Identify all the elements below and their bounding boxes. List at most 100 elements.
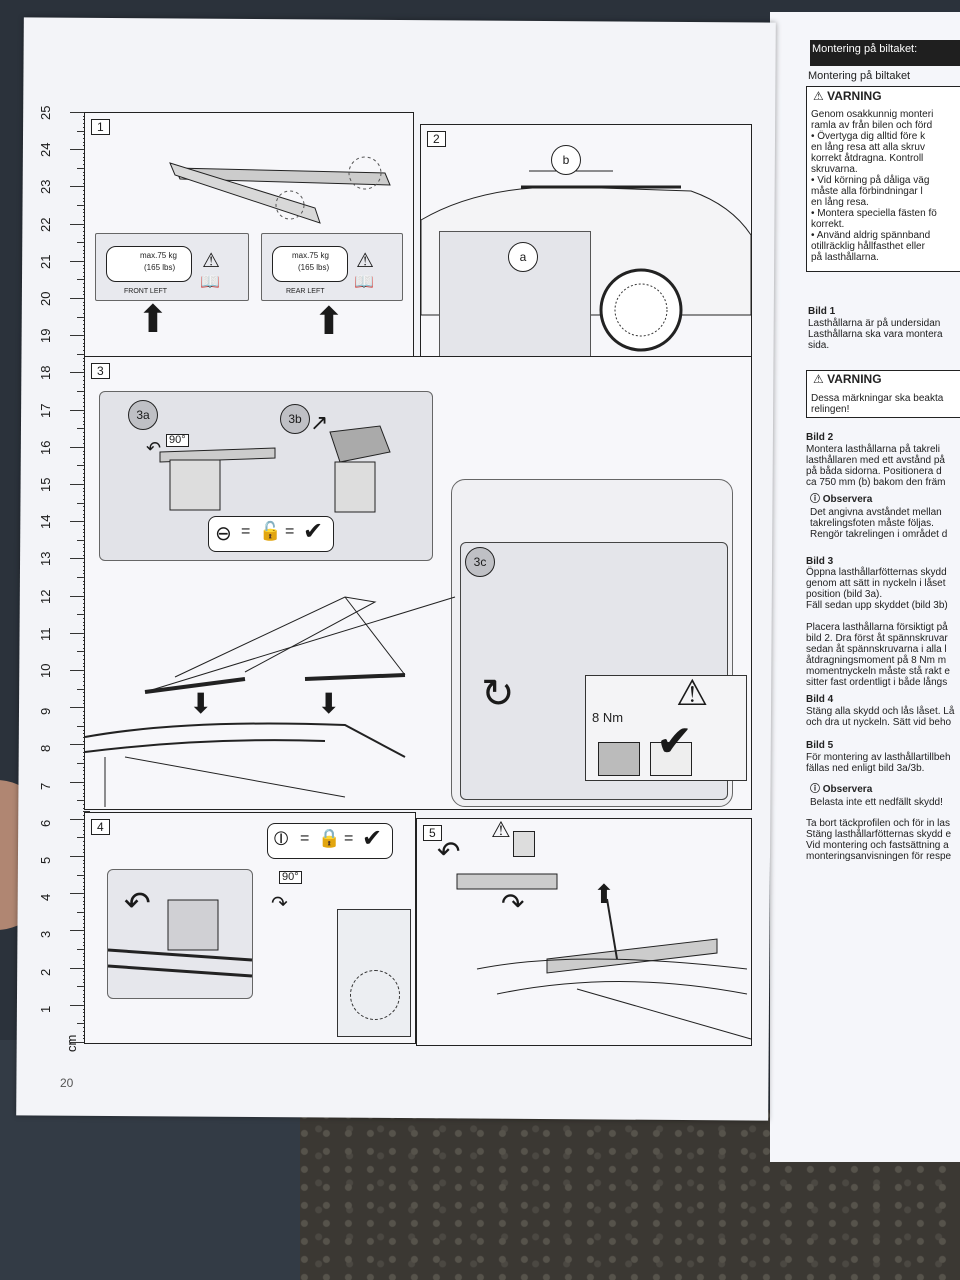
ruler-number: 12 [38, 589, 53, 604]
car-topview-icon [272, 246, 348, 282]
ruler-tick [70, 521, 90, 523]
ruler-tick [77, 651, 90, 653]
text-line: monteringsanvisningen för respe [806, 851, 952, 862]
warning-triangle-icon: ⚠ [676, 672, 709, 713]
ruler-tick [70, 409, 90, 411]
ruler-number: 19 [38, 328, 53, 344]
ruler-number: 20 [38, 291, 53, 306]
ruler-number: 11 [38, 627, 53, 641]
warning-line: måste alla förbindningar l [811, 186, 923, 197]
ruler-tick [77, 725, 90, 727]
ruler-tick [77, 205, 90, 206]
ruler-tick [70, 298, 90, 299]
ruler-tick [77, 130, 90, 132]
dimension-b-label: b [551, 145, 581, 175]
panel-4: 4 ⦶ = 🔒 = ✔ ↶ 90° ↷ [84, 812, 416, 1044]
warning-heading-1: ⚠ VARNING [813, 89, 882, 103]
ruler-tick [77, 614, 90, 616]
text-line: För montering av lasthållartillbeh [806, 752, 951, 763]
info-circle-icon: ⓘ [810, 784, 820, 795]
panel-5: 5 ⚠ ↶ ↷ ⬆ [416, 817, 752, 1046]
rotate-left-icon: ↶ [437, 836, 461, 867]
ruler-tick [70, 558, 90, 560]
info-circle-icon: ⓘ [810, 494, 820, 505]
flip-up-arrow-icon: ↗ [310, 410, 329, 435]
rotate-down-icon: ↷ [501, 888, 525, 919]
detail-circle [350, 970, 400, 1020]
arrow-up-icon: ⬆ [593, 879, 615, 909]
ruler-number: 5 [38, 856, 53, 864]
key-slot-icon: ⊖ [215, 523, 232, 545]
ruler-number: 4 [38, 893, 53, 902]
ruler-number: 25 [38, 105, 53, 120]
ruler-tick [70, 335, 90, 337]
front-load-kg: max.75 kg [140, 251, 177, 260]
text-line: Lasthållarna är på undersidan [808, 318, 941, 329]
rotate-right-icon: ↷ [271, 893, 288, 915]
right-page-title: Montering på biltaket: [812, 43, 918, 55]
foot-cover-illustration [159, 425, 391, 513]
ruler-number: 7 [38, 782, 53, 790]
ruler-tick [70, 595, 90, 597]
text-line: bild 2. Dra först åt spännskruvar [806, 633, 948, 644]
text-line: lasthållaren med ett avstånd på [806, 455, 945, 466]
ruler-number: 1 [38, 1005, 53, 1013]
step-3c-label: 3c [465, 547, 495, 577]
arrow-down-icon: ⬇ [189, 688, 213, 719]
ruler-tick [77, 688, 90, 690]
ruler-number: 21 [38, 254, 53, 269]
page-number: 20 [60, 1076, 74, 1090]
roof-bar-illustration [169, 156, 391, 224]
warning-heading-2: ⚠ VARNING [813, 372, 882, 386]
incorrect-position-icon [598, 742, 640, 776]
text-line: Fäll sedan upp skyddet (bild 3b) [806, 600, 948, 611]
text-line: sedan åt spännskruvarna i alla l [806, 644, 947, 655]
dimension-a-label: a [508, 242, 538, 272]
checkmark-icon: ✔ [303, 518, 324, 545]
text-line: sida. [808, 340, 830, 351]
warning-line: Genom osakkunnig monteri [811, 109, 934, 120]
ruler-tick [77, 242, 90, 244]
rear-load-kg: max.75 kg [292, 251, 329, 260]
text-line: Det angivna avståndet mellan [810, 507, 942, 518]
right-page-subtitle: Montering på biltaket [808, 70, 911, 82]
text-line: position (bild 3a). [806, 589, 883, 600]
ruler-tick [77, 167, 90, 169]
ruler-tick [70, 930, 90, 932]
warning-line: på lasthållarna. [811, 252, 879, 263]
no-load-icon [513, 831, 535, 857]
ruler-tick [70, 260, 90, 262]
bild3-heading: Bild 3 [806, 556, 834, 567]
text-line: sitter fast ordentligt i både långs [806, 677, 948, 688]
text-line: Montera lasthållarna på takreli [806, 444, 940, 455]
car-topview-icon [106, 246, 192, 282]
text-line: genom att sätt in nyckeln i låset [806, 578, 946, 589]
ruler-tick [70, 670, 90, 671]
ruler-tick [77, 428, 90, 430]
ruler-tick [77, 1023, 90, 1025]
ruler-tick [70, 1042, 90, 1043]
ruler-number: 16 [38, 440, 53, 455]
warning-triangle-icon: ⚠ [202, 250, 220, 272]
arrow-down-icon: ⬇ [317, 688, 341, 719]
ruler-number: 14 [38, 514, 53, 530]
angle-90-badge: 90° [279, 871, 302, 884]
rear-caption: REAR LEFT [286, 288, 325, 295]
rear-load-lbs: (165 lbs) [298, 263, 330, 272]
text-line: Belasta inte ett nedfällt skydd! [810, 797, 943, 808]
text-line: Stäng lasthållarfötternas skydd e [806, 829, 952, 840]
ruler-tick [77, 391, 90, 392]
step-3c-box: 3c ↻ 8 Nm ⚠ ✔ [451, 479, 747, 807]
warning-line: skruvarna. [811, 164, 858, 175]
close-cover-box: ↶ [107, 869, 253, 999]
key-slot-icon: ⦶ [274, 828, 289, 850]
front-load-box: max.75 kg (165 lbs) FRONT LEFT ⚠ 📖 [95, 233, 249, 301]
rotate-left-icon: ↶ [124, 885, 151, 921]
text-line: Placera lasthållarna försiktigt på [806, 622, 948, 633]
manual-book-icon: 📖 [200, 274, 220, 291]
warning-triangle-icon: ⚠ [356, 250, 374, 272]
